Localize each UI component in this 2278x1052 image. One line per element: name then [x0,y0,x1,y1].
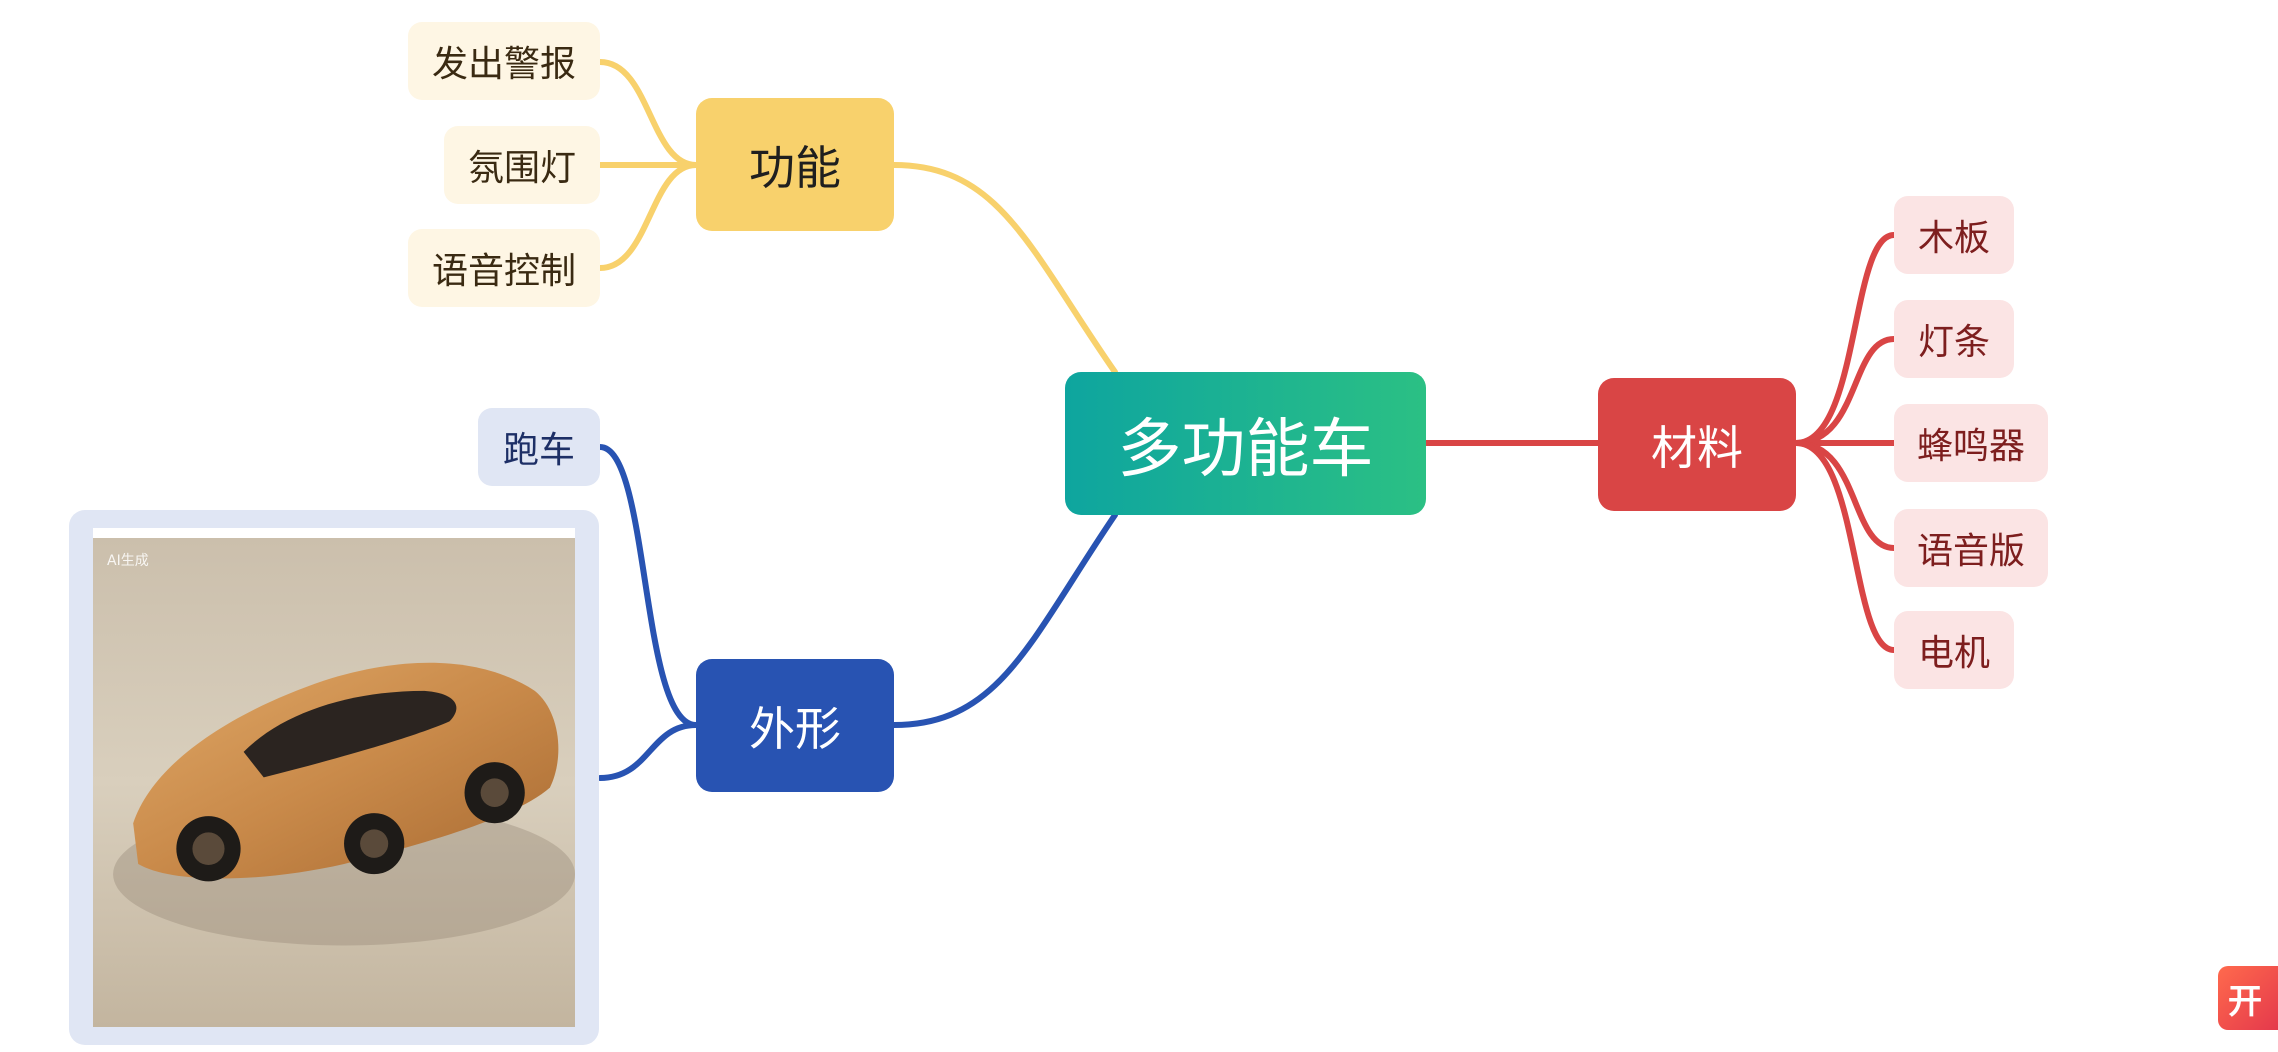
wooden-car-illustration [93,538,575,1027]
branch-material[interactable]: 材料 [1598,378,1796,511]
link-root-shape [891,512,1118,728]
leaf-material-motor[interactable]: 电机 [1894,611,2014,689]
corner-app-badge[interactable]: 开 [2218,966,2278,1030]
leaf-material-voice-board[interactable]: 语音版 [1894,509,2048,587]
sports-car-image: AI生成 [93,538,575,1027]
leaf-material-buzzer[interactable]: 蜂鸣器 [1894,404,2048,482]
link-material-wood [1793,232,1897,446]
image-container: AI生成 [93,528,575,1027]
branch-shape[interactable]: 外形 [696,659,894,792]
leaf-shape-sportscar[interactable]: 跑车 [478,408,600,486]
link-shape-sportscar [597,444,699,728]
link-function-voice [597,162,699,271]
corner-badge-text: 开 [2228,981,2262,1022]
image-watermark: AI生成 [107,553,149,569]
leaf-function-voice-control[interactable]: 语音控制 [408,229,600,307]
link-material-motor [1793,440,1897,653]
leaf-shape-image-node[interactable]: AI生成 [69,510,599,1045]
link-material-voiceboard [1793,440,1897,551]
leaf-function-alarm[interactable]: 发出警报 [408,22,600,100]
root-node[interactable]: 多功能车 [1065,372,1426,515]
leaf-function-ambient-light[interactable]: 氛围灯 [444,126,600,204]
link-material-lightstrip [1793,336,1897,446]
branch-function[interactable]: 功能 [696,98,894,231]
link-function-alarm [597,59,699,168]
leaf-material-wood[interactable]: 木板 [1894,196,2014,274]
link-root-function [891,162,1118,375]
link-shape-image [597,722,699,781]
leaf-material-light-strip[interactable]: 灯条 [1894,300,2014,378]
